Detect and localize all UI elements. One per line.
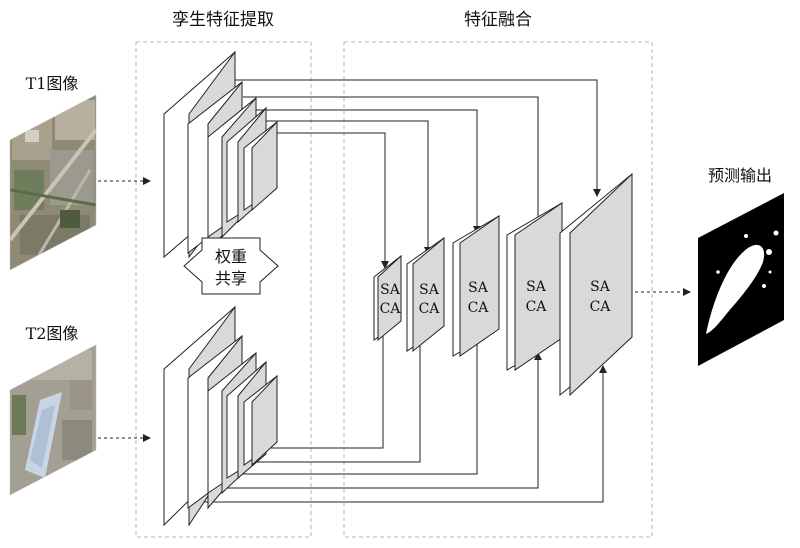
fusion-block-3: SA CA	[452, 215, 500, 357]
fusion-block-1: SA CA	[373, 254, 402, 342]
siamese-frame	[135, 41, 312, 538]
fusion-block-2: SA CA	[406, 236, 445, 353]
fusion-block-1-sa: SA	[380, 282, 401, 298]
prediction-output-label: 预测输出	[708, 166, 772, 185]
t1-satellite-image	[10, 95, 96, 270]
fusion-block-4-sa: SA	[526, 279, 547, 295]
t1-image-label: T1图像	[26, 74, 79, 93]
shared-weights-arrow	[183, 237, 279, 295]
prediction-mask	[698, 193, 784, 366]
shared-weights-label-line2: 共享	[215, 269, 247, 288]
top-encoder-stack	[163, 50, 278, 259]
siamese-section-title: 孪生特征提取	[172, 10, 274, 30]
fusion-block-5: SA CA	[559, 172, 633, 397]
bottom-encoder-stack	[163, 305, 278, 527]
fusion-block-2-ca: CA	[419, 301, 441, 317]
fusion-block-1-ca: CA	[380, 301, 402, 317]
t2-image-label: T2图像	[26, 324, 79, 343]
shared-weights-label-line1: 权重	[215, 247, 247, 266]
skip-connections	[190, 79, 607, 503]
fusion-block-5-sa: SA	[590, 279, 611, 295]
fusion-block-4: SA CA	[506, 202, 563, 371]
fusion-block-3-sa: SA	[468, 280, 489, 296]
fusion-frame	[343, 41, 653, 538]
fusion-section-title: 特征融合	[464, 10, 532, 30]
fusion-block-4-ca: CA	[526, 299, 548, 315]
fusion-block-3-ca: CA	[468, 300, 490, 316]
fusion-block-2-sa: SA	[419, 282, 440, 298]
fusion-block-5-ca: CA	[590, 299, 612, 315]
